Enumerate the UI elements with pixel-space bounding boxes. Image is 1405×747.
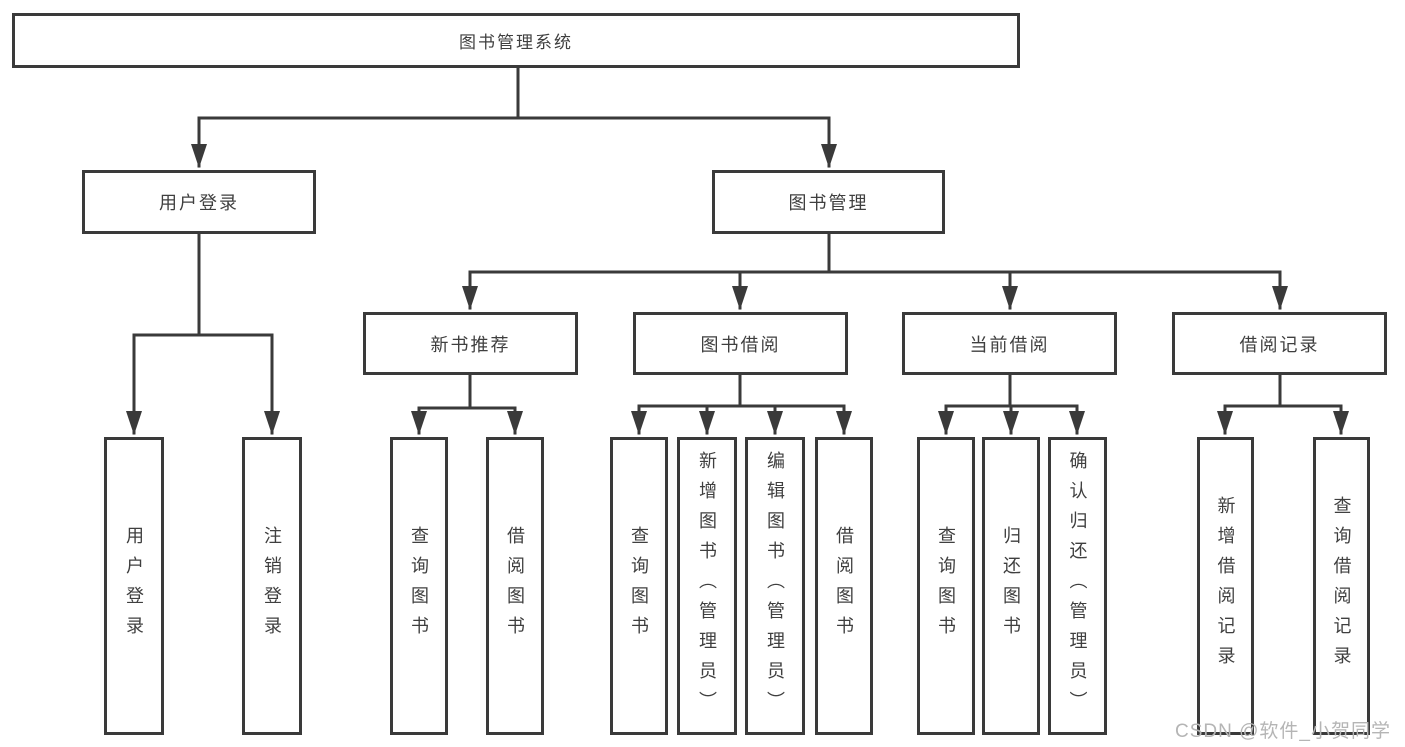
leaf-borrow-books: 借阅图书 [815, 437, 873, 735]
leaf-add-borrow-record: 新增借阅记录 [1197, 437, 1254, 735]
leaf-return-books: 归还图书 [982, 437, 1040, 735]
node-book-management: 图书管理 [712, 170, 945, 234]
leaf-query-books: 查询图书 [917, 437, 975, 735]
leaf-edit-books-admin: 编辑图书（管理员） [745, 437, 805, 735]
node-library-management-system: 图书管理系统 [12, 13, 1020, 68]
node-new-book-recommend: 新书推荐 [363, 312, 578, 375]
leaf-confirm-return-admin: 确认归还（管理员） [1048, 437, 1107, 735]
leaf-add-books-admin: 新增图书（管理员） [677, 437, 737, 735]
node-user-login: 用户登录 [82, 170, 316, 234]
leaf-query-books: 查询图书 [610, 437, 668, 735]
node-book-borrowing: 图书借阅 [633, 312, 848, 375]
leaf-borrow-books: 借阅图书 [486, 437, 544, 735]
leaf-logout: 注销登录 [242, 437, 302, 735]
csdn-watermark: CSDN @软件_小贺同学 [1175, 721, 1391, 742]
node-borrowing-records: 借阅记录 [1172, 312, 1387, 375]
leaf-user-login: 用户登录 [104, 437, 164, 735]
leaf-query-books: 查询图书 [390, 437, 448, 735]
leaf-query-borrow-record: 查询借阅记录 [1313, 437, 1370, 735]
node-current-borrowing: 当前借阅 [902, 312, 1117, 375]
